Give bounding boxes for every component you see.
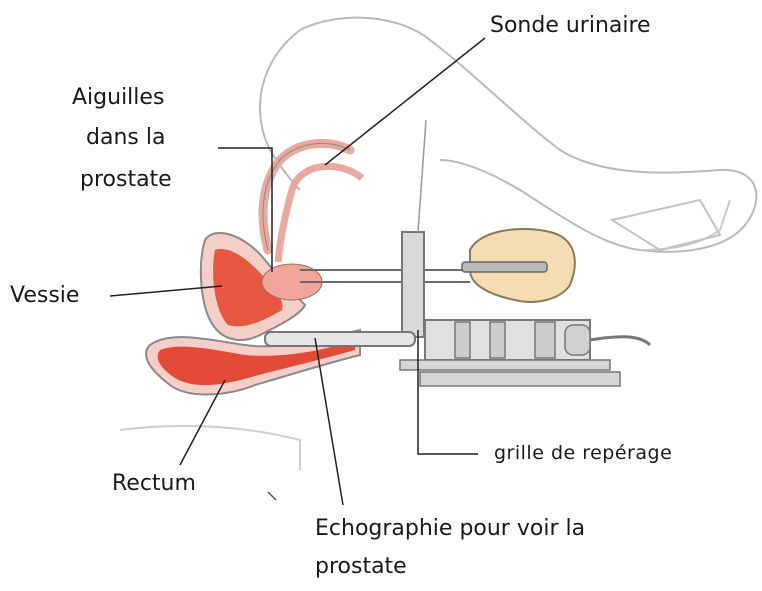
needle-syringe xyxy=(462,262,547,272)
positioning-grid xyxy=(402,232,424,337)
label-aiguilles-line2: dans la xyxy=(86,124,165,153)
label-sonde-urinaire: Sonde urinaire xyxy=(490,12,651,41)
label-echographie-line2: prostate xyxy=(315,553,407,582)
stepper-base xyxy=(400,360,610,370)
label-rectum: Rectum xyxy=(112,470,196,499)
ultrasound-probe xyxy=(265,332,415,346)
label-aiguilles-line1: Aiguilles xyxy=(72,84,164,113)
foot-sole xyxy=(612,200,720,250)
foot-outline xyxy=(640,200,730,250)
stray-mark xyxy=(268,492,276,500)
urinary-catheter-tube xyxy=(263,143,350,250)
body-silhouette xyxy=(300,18,756,252)
label-grille-reperage: grille de repérage xyxy=(494,441,672,466)
label-aiguilles-line3: prostate xyxy=(80,166,172,195)
leader-sonde xyxy=(325,38,485,165)
label-echographie-line1: Echographie pour voir la xyxy=(315,515,585,544)
label-vessie: Vessie xyxy=(10,282,79,311)
lower-body xyxy=(120,426,300,470)
